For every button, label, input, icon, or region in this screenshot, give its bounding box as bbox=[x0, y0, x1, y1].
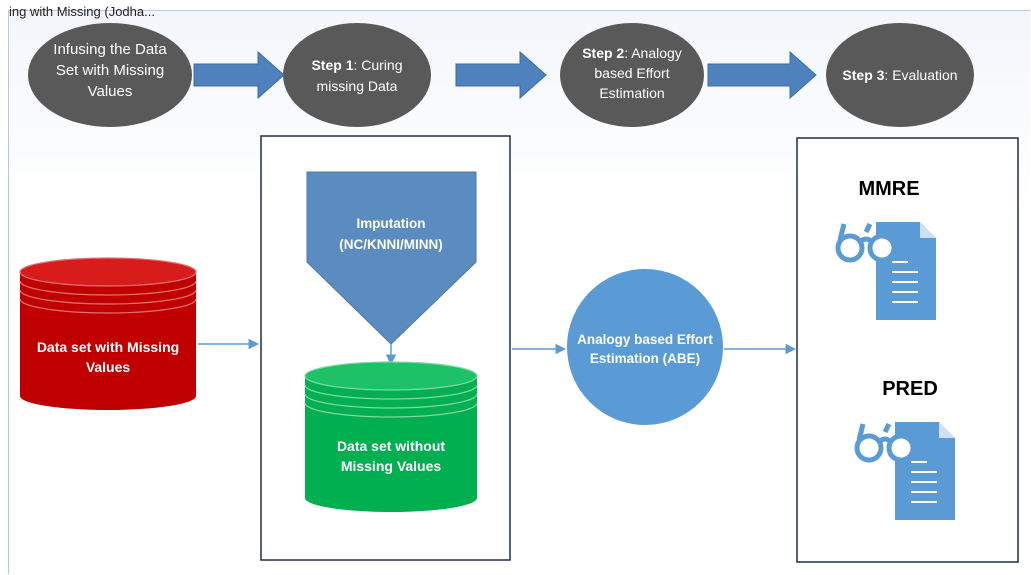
step-description: based Effort bbox=[594, 65, 669, 81]
block-arrow-3 bbox=[707, 50, 817, 100]
node-label-line: Estimation (ABE) bbox=[590, 351, 700, 366]
step-text-line: Step 3: Evaluation bbox=[842, 67, 957, 83]
metric-label-mmre: MMRE bbox=[858, 178, 919, 200]
step-text-step-1: Step 1: Curing missing Data bbox=[311, 57, 402, 94]
block-arrow-1 bbox=[193, 50, 285, 100]
step-text-line: Estimation bbox=[599, 85, 664, 101]
step-text-line: Infusing the Data bbox=[53, 41, 167, 58]
step-number: Step 2 bbox=[582, 45, 624, 61]
node-label-line: Analogy based Effort bbox=[577, 332, 713, 347]
node-label-line: (NC/KNNI/MINN) bbox=[339, 237, 443, 252]
block-arrow-2 bbox=[455, 50, 547, 100]
step-ellipse-step-3: Step 3: Evaluation bbox=[826, 23, 974, 127]
step-description: : Evaluation bbox=[884, 67, 957, 83]
node-label-line: Missing Values bbox=[341, 458, 442, 474]
step-text-step-3: Step 3: Evaluation bbox=[842, 67, 957, 83]
node-label-line: Imputation bbox=[357, 216, 426, 231]
step-text-line: based Effort bbox=[594, 65, 669, 81]
step-number: Step 1 bbox=[311, 57, 353, 73]
glasses-document-icon bbox=[854, 422, 955, 520]
step-text-line: Step 2: Analogy bbox=[582, 45, 682, 61]
step-text-line: missing Data bbox=[317, 78, 398, 94]
step-description: Set with Missing bbox=[56, 62, 164, 79]
step-description: Infusing the Data bbox=[53, 41, 167, 58]
step-description: missing Data bbox=[317, 78, 398, 94]
glasses-document-icon bbox=[835, 222, 936, 320]
node-label-line: Values bbox=[86, 359, 131, 375]
figure-caption: ing with Missing (Jodha... bbox=[9, 5, 155, 19]
metric-label-pred: PRED bbox=[882, 378, 938, 400]
node-label-line: Data set without bbox=[337, 438, 445, 454]
imputation-pentagon: Imputation (NC/KNNI/MINN) bbox=[306, 171, 477, 345]
imputation-label: Imputation (NC/KNNI/MINN) bbox=[339, 216, 443, 252]
step-description: : Curing bbox=[353, 57, 402, 73]
step-description: Estimation bbox=[599, 85, 664, 101]
step-ellipse-step-1: Step 1: Curing missing Data bbox=[283, 23, 431, 127]
step-text-line: Step 1: Curing bbox=[311, 57, 402, 73]
step-description: : Analogy bbox=[624, 45, 682, 61]
step-description: Values bbox=[88, 83, 133, 100]
step-number: Step 3 bbox=[842, 67, 884, 83]
step-text-line: Values bbox=[88, 83, 133, 100]
node-label-line: Data set with Missing bbox=[37, 339, 179, 355]
step-text-line: Set with Missing bbox=[56, 62, 164, 79]
